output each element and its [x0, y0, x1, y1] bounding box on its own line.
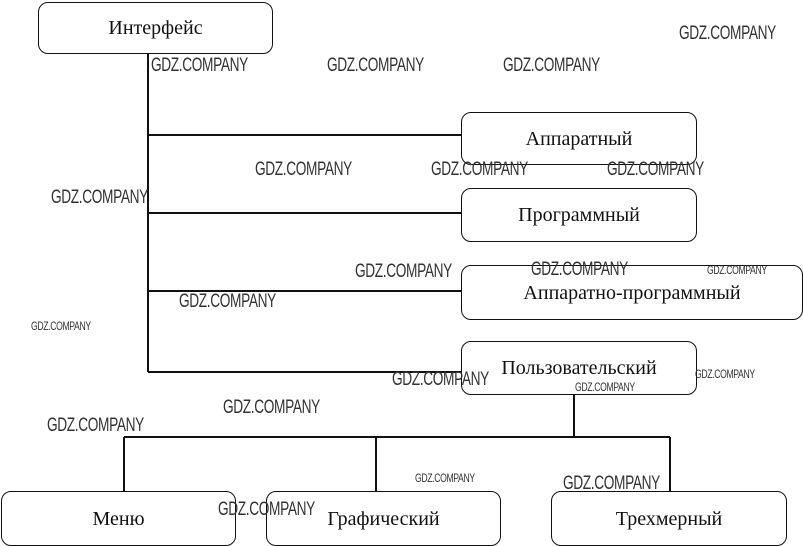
watermark: GDZ.COMPANY	[607, 159, 704, 180]
watermark: GDZ.COMPANY	[563, 473, 660, 494]
watermark: GDZ.COMPANY	[707, 263, 767, 277]
watermark: GDZ.COMPANY	[223, 397, 320, 418]
node-label: Аппаратный	[525, 127, 633, 150]
watermark: GDZ.COMPANY	[575, 380, 635, 394]
watermark: GDZ.COMPANY	[355, 261, 452, 282]
watermark: GDZ.COMPANY	[431, 159, 528, 180]
watermark: GDZ.COMPANY	[503, 55, 600, 76]
node-user: Пользовательский	[461, 341, 697, 395]
watermark: GDZ.COMPANY	[218, 499, 315, 520]
watermark: GDZ.COMPANY	[327, 55, 424, 76]
node-hardware: Аппаратный	[461, 112, 697, 165]
node-graphic: Графический	[266, 491, 501, 546]
node-3d: Трехмерный	[551, 491, 787, 546]
node-software: Программный	[461, 188, 697, 242]
watermark: GDZ.COMPANY	[255, 159, 352, 180]
watermark: GDZ.COMPANY	[531, 259, 628, 280]
node-interface: Интерфейс	[38, 2, 273, 54]
node-label: Меню	[92, 507, 145, 530]
watermark: GDZ.COMPANY	[51, 187, 148, 208]
watermark: GDZ.COMPANY	[415, 471, 475, 485]
node-label: Трехмерный	[615, 507, 723, 530]
node-label: Пользовательский	[501, 357, 657, 379]
watermark: GDZ.COMPANY	[179, 291, 276, 312]
watermark: GDZ.COMPANY	[392, 369, 489, 390]
node-menu: Меню	[1, 491, 236, 546]
node-label: Графический	[327, 507, 440, 530]
watermark: GDZ.COMPANY	[679, 23, 776, 44]
node-hardware-software: Аппаратно-программный	[461, 265, 803, 320]
node-label: Аппаратно-программный	[523, 281, 741, 304]
node-label: Интерфейс	[108, 17, 203, 39]
watermark: GDZ.COMPANY	[151, 55, 248, 76]
watermark: GDZ.COMPANY	[31, 319, 91, 333]
watermark: GDZ.COMPANY	[47, 415, 144, 436]
watermark: GDZ.COMPANY	[695, 367, 755, 381]
node-label: Программный	[518, 204, 640, 226]
